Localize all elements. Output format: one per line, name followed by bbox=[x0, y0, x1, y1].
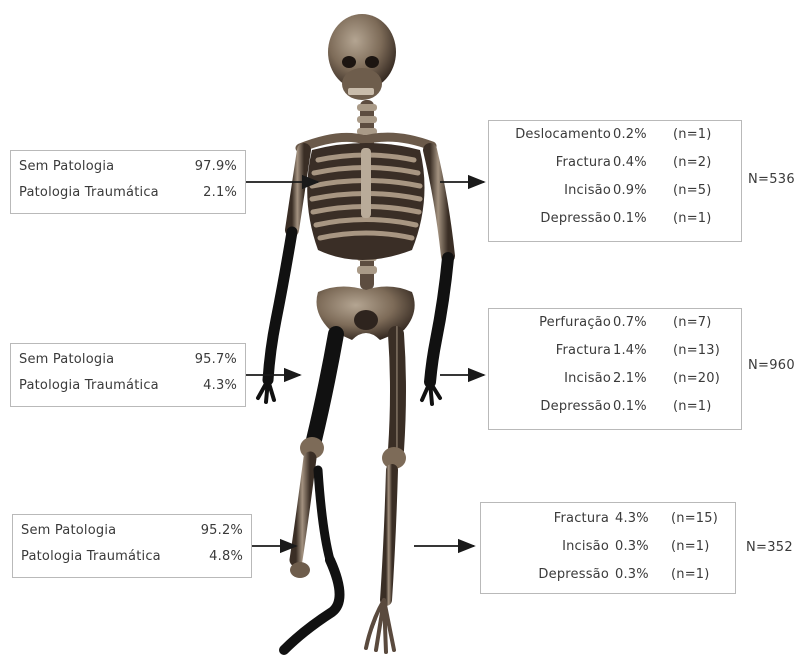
pathology-row: Depressão 0.1% (n=1) bbox=[489, 211, 741, 229]
pathology-count: (n=15) bbox=[671, 511, 718, 526]
pathology-row: Incisão 0.9% (n=5) bbox=[489, 183, 741, 201]
pathology-label: Fractura bbox=[556, 155, 611, 170]
pathology-count: (n=5) bbox=[673, 183, 712, 198]
pathology-row: Depressão 0.3% (n=1) bbox=[481, 567, 735, 585]
pathology-row: Fractura 4.3% (n=15) bbox=[481, 511, 735, 529]
pathology-value: 0.7% bbox=[613, 315, 647, 330]
pathology-count: (n=1) bbox=[673, 399, 712, 414]
summary-label: Patologia Traumática bbox=[21, 549, 161, 564]
summary-value: 4.3% bbox=[203, 378, 237, 393]
upper-region-left-box: Sem Patologia 97.9% Patologia Traumática… bbox=[10, 150, 246, 214]
pathology-label: Fractura bbox=[556, 343, 611, 358]
pathology-label: Deslocamento bbox=[515, 127, 611, 142]
summary-value: 95.2% bbox=[201, 523, 243, 538]
sample-total: N=536 bbox=[748, 172, 795, 187]
summary-value: 95.7% bbox=[195, 352, 237, 367]
pathology-count: (n=7) bbox=[673, 315, 712, 330]
pathology-row: Deslocamento 0.2% (n=1) bbox=[489, 127, 741, 145]
pathology-count: (n=2) bbox=[673, 155, 712, 170]
summary-row: Sem Patologia 95.7% bbox=[19, 352, 237, 370]
pathology-label: Depressão bbox=[540, 399, 611, 414]
pathology-label: Incisão bbox=[562, 539, 609, 554]
pathology-label: Fractura bbox=[554, 511, 609, 526]
pathology-value: 0.2% bbox=[613, 127, 647, 142]
pathology-row: Fractura 0.4% (n=2) bbox=[489, 155, 741, 173]
pathology-count: (n=13) bbox=[673, 343, 720, 358]
pathology-label: Incisão bbox=[564, 183, 611, 198]
pathology-row: Fractura 1.4% (n=13) bbox=[489, 343, 741, 361]
lower-region-right-box: Fractura 4.3% (n=15) Incisão 0.3% (n=1) … bbox=[480, 502, 736, 594]
pathology-label: Depressão bbox=[540, 211, 611, 226]
middle-region-left-box: Sem Patologia 95.7% Patologia Traumática… bbox=[10, 343, 246, 407]
summary-row: Sem Patologia 95.2% bbox=[21, 523, 243, 541]
sample-total: N=960 bbox=[748, 358, 795, 373]
pathology-label: Depressão bbox=[538, 567, 609, 582]
pathology-value: 0.3% bbox=[615, 567, 649, 582]
summary-row: Patologia Traumática 2.1% bbox=[19, 185, 237, 203]
pathology-value: 1.4% bbox=[613, 343, 647, 358]
sample-total: N=352 bbox=[746, 540, 793, 555]
pathology-value: 0.4% bbox=[613, 155, 647, 170]
summary-value: 97.9% bbox=[195, 159, 237, 174]
pathology-row: Incisão 2.1% (n=20) bbox=[489, 371, 741, 389]
summary-label: Sem Patologia bbox=[21, 523, 116, 538]
summary-value: 4.8% bbox=[209, 549, 243, 564]
pathology-row: Incisão 0.3% (n=1) bbox=[481, 539, 735, 557]
pathology-value: 2.1% bbox=[613, 371, 647, 386]
pathology-value: 0.1% bbox=[613, 211, 647, 226]
summary-row: Patologia Traumática 4.3% bbox=[19, 378, 237, 396]
pathology-label: Perfuração bbox=[539, 315, 611, 330]
middle-region-right-box: Perfuração 0.7% (n=7) Fractura 1.4% (n=1… bbox=[488, 308, 742, 430]
pathology-value: 4.3% bbox=[615, 511, 649, 526]
summary-label: Sem Patologia bbox=[19, 159, 114, 174]
summary-row: Sem Patologia 97.9% bbox=[19, 159, 237, 177]
summary-row: Patologia Traumática 4.8% bbox=[21, 549, 243, 567]
summary-label: Patologia Traumática bbox=[19, 185, 159, 200]
pathology-count: (n=1) bbox=[673, 127, 712, 142]
pathology-row: Perfuração 0.7% (n=7) bbox=[489, 315, 741, 333]
pathology-count: (n=1) bbox=[671, 539, 710, 554]
pathology-count: (n=1) bbox=[673, 211, 712, 226]
lower-region-left-box: Sem Patologia 95.2% Patologia Traumática… bbox=[12, 514, 252, 578]
pathology-value: 0.9% bbox=[613, 183, 647, 198]
pathology-count: (n=20) bbox=[673, 371, 720, 386]
summary-label: Patologia Traumática bbox=[19, 378, 159, 393]
pathology-value: 0.3% bbox=[615, 539, 649, 554]
pathology-count: (n=1) bbox=[671, 567, 710, 582]
pathology-label: Incisão bbox=[564, 371, 611, 386]
pathology-row: Depressão 0.1% (n=1) bbox=[489, 399, 741, 417]
upper-region-right-box: Deslocamento 0.2% (n=1) Fractura 0.4% (n… bbox=[488, 120, 742, 242]
summary-label: Sem Patologia bbox=[19, 352, 114, 367]
summary-value: 2.1% bbox=[203, 185, 237, 200]
pathology-value: 0.1% bbox=[613, 399, 647, 414]
